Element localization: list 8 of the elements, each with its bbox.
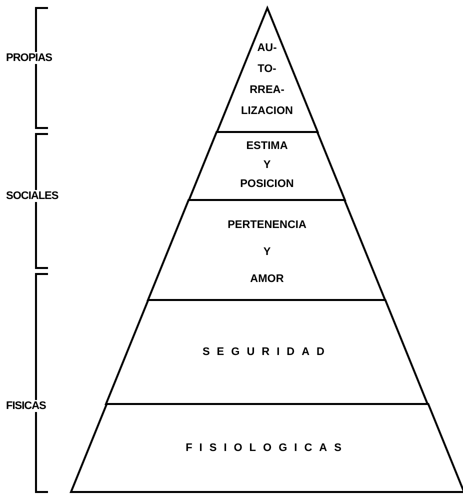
level-label: FISIOLOGICAS bbox=[184, 441, 350, 455]
level-label: SEGURIDAD bbox=[201, 345, 332, 359]
level-label: PERTENENCIA Y AMOR bbox=[226, 218, 308, 287]
level-label: ESTIMA Y POSICION bbox=[239, 139, 295, 192]
group-label: SOCIALES bbox=[6, 190, 58, 202]
group-label: PROPIAS bbox=[6, 52, 52, 64]
level-label: AU- TO- RREA- LIZACION bbox=[240, 41, 294, 119]
group-label: FISICAS bbox=[6, 400, 46, 412]
